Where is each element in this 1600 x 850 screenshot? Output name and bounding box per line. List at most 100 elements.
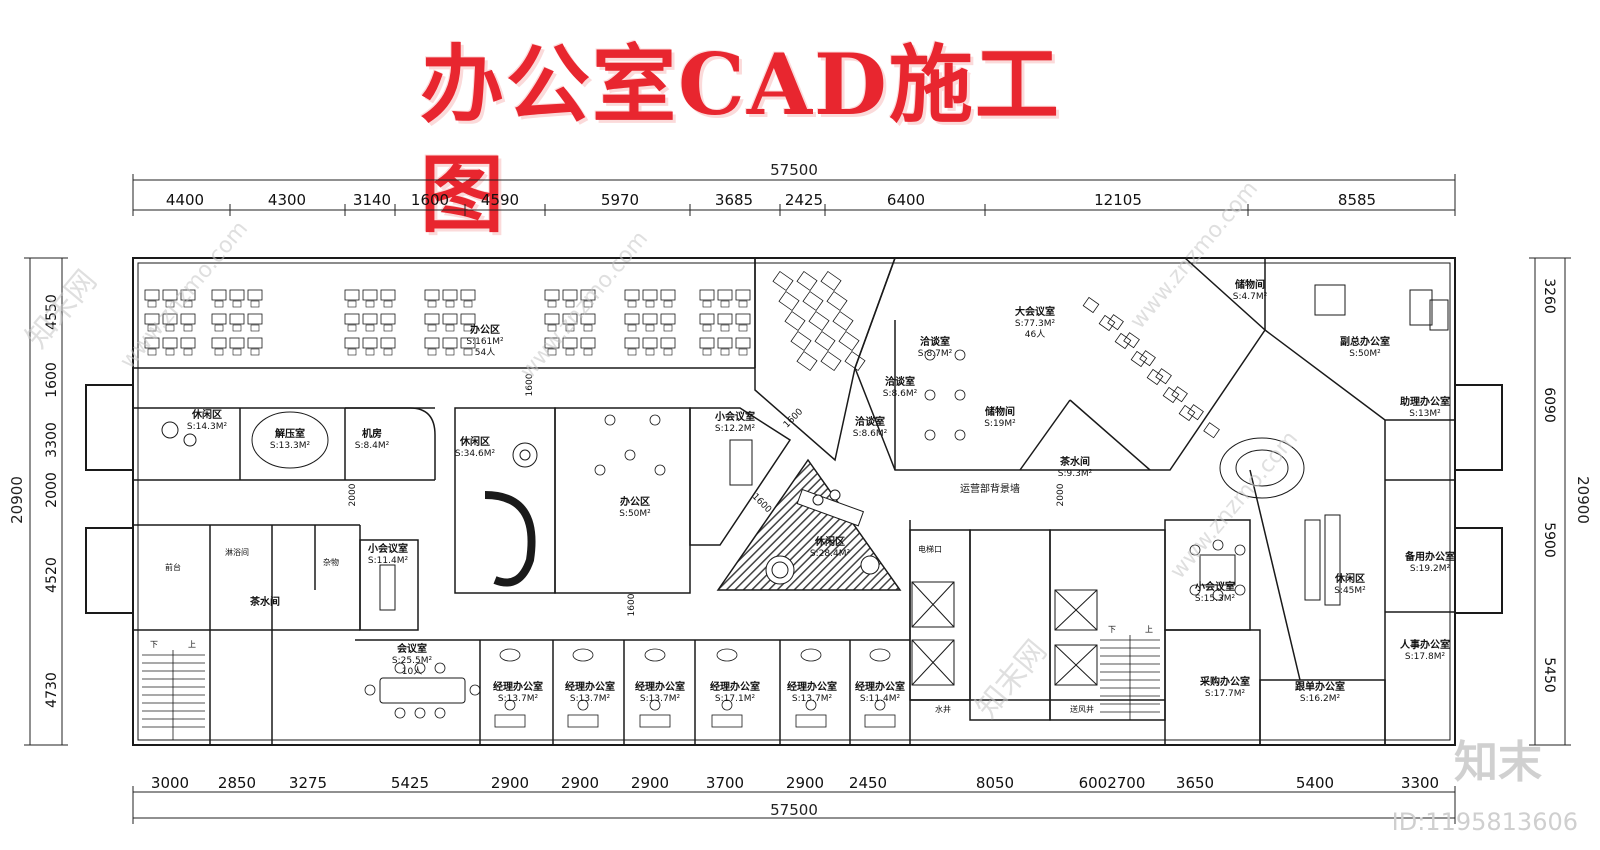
water-well-label: 水井 (935, 704, 951, 714)
office-chair (805, 699, 817, 711)
room-name: 采购办公室 (1199, 675, 1250, 688)
left-dimension-label: 4730 (44, 672, 60, 708)
desk-chair (565, 324, 575, 332)
room-name: 休闲区 (1334, 572, 1365, 585)
bottom-dimension-label: 2900 (561, 774, 599, 792)
backdrop-wall-label: 运营部背景墙 (960, 482, 1020, 495)
guest-seat (869, 648, 891, 662)
desk (790, 330, 812, 352)
chair (924, 389, 936, 401)
conference-seat (1139, 350, 1156, 367)
desk-chair (583, 348, 593, 356)
room-area: S:161M² (466, 337, 504, 347)
desk-chair (165, 324, 175, 332)
bottom-dimension-label: 3300 (1401, 774, 1439, 792)
room-area: S:50M² (619, 509, 651, 519)
stair-down-label: 下 (150, 640, 158, 649)
desk-chair (645, 348, 655, 356)
hatched-leisure-area (716, 458, 902, 591)
desk (380, 337, 396, 349)
desk-chair (165, 300, 175, 308)
room-name: 办公区 (620, 495, 650, 508)
desk (162, 289, 178, 301)
room-name: 休闲区 (459, 435, 490, 448)
bottom-dimension-label: 3700 (706, 774, 744, 792)
conference-seat (1098, 314, 1116, 332)
conference-seat (1123, 332, 1140, 349)
drawing-title: 办公室CAD施工图 (420, 35, 1061, 244)
top-dimension-label: 2425 (785, 191, 823, 209)
desk (735, 289, 751, 301)
conference-seat (1155, 368, 1172, 385)
desk (211, 337, 227, 349)
room-label-group: 机房S:8.4M² (355, 427, 390, 451)
guest-seat (716, 648, 738, 662)
desk (735, 337, 751, 349)
inner-dimension-label: 1600 (525, 373, 535, 396)
desk (442, 313, 458, 325)
room-name: 解压室 (275, 427, 305, 440)
bottom-dimension-label: 3000 (151, 774, 189, 792)
bottom-dimension-label: 2900 (631, 774, 669, 792)
desk (624, 313, 640, 325)
desk-chair (347, 300, 357, 308)
room-name: 机房 (362, 427, 382, 440)
desk-chair (463, 324, 473, 332)
desk-chair (445, 300, 455, 308)
left-total-dimension: 20900 (8, 476, 26, 524)
office-desk (795, 714, 827, 728)
desk-chair (365, 300, 375, 308)
left-dimension-label: 4520 (44, 557, 60, 593)
desk-chair (214, 300, 224, 308)
desk (424, 337, 440, 349)
chair (1189, 584, 1201, 596)
desk (796, 270, 818, 292)
desk-chair (445, 324, 455, 332)
bottom-dimension-label: 2900 (786, 774, 824, 792)
chair (624, 449, 636, 461)
desk (826, 290, 848, 312)
room-area: S:25.5M² (392, 656, 433, 666)
chair (604, 414, 616, 426)
desk-chair (365, 324, 375, 332)
desk-chair (445, 348, 455, 356)
desk (832, 310, 854, 332)
room-area: S:8.6M² (883, 389, 918, 399)
desk (580, 313, 596, 325)
desk-chair (383, 324, 393, 332)
stairs (142, 635, 1160, 740)
desk (362, 289, 378, 301)
room-name: 跟单办公室 (1295, 680, 1345, 693)
desk (144, 313, 160, 325)
desk (344, 337, 360, 349)
desk (778, 290, 800, 312)
conference-seat (1130, 350, 1148, 368)
room-name: 经理办公室 (710, 680, 760, 693)
shower-room-label: 淋浴间 (225, 547, 249, 557)
desk (699, 337, 715, 349)
room-area: S:14.3M² (187, 422, 228, 432)
desk (362, 313, 378, 325)
desk (660, 289, 676, 301)
desk-chair (214, 348, 224, 356)
desk-chair (347, 324, 357, 332)
elevators (911, 581, 1098, 686)
desk (442, 289, 458, 301)
office-desk (567, 714, 599, 728)
office-desk (864, 714, 896, 728)
desk-chair (645, 300, 655, 308)
side-dimensions (24, 257, 1571, 746)
desk (624, 337, 640, 349)
desk-chair (427, 300, 437, 308)
conference-seat (1187, 404, 1204, 421)
room-name: 储物间 (984, 405, 1015, 418)
desk (229, 337, 245, 349)
